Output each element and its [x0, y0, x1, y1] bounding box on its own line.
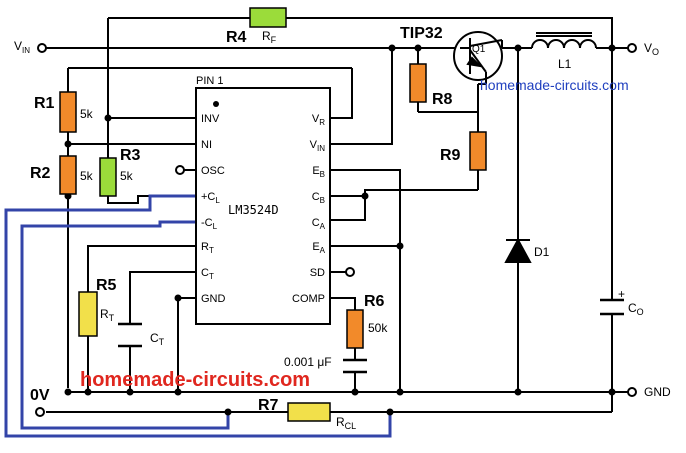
ic-pin-right-3: EB	[312, 165, 325, 179]
sd-pin-open	[345, 267, 355, 277]
ic-pin-left-7: CT	[201, 267, 214, 281]
transistor-q1	[453, 31, 503, 85]
ic-pin-right-1: VR	[312, 113, 325, 127]
r9-ref: R9	[440, 147, 461, 164]
diode-d1	[504, 237, 532, 263]
d1-label: D1	[534, 245, 550, 259]
ic-left-pin-labels: INV NI OSC +CL -CL RT CT GND	[201, 113, 226, 305]
comp-cap-value: 0.001 μF	[284, 355, 332, 369]
capacitor-comp	[343, 358, 367, 374]
r8-ref: R8	[432, 91, 453, 108]
ic-pin-left-8: GND	[201, 293, 226, 305]
resistor-r1	[59, 91, 77, 133]
gnd-terminal	[627, 387, 637, 397]
capacitor-co	[600, 298, 624, 316]
resistor-r9	[469, 131, 487, 171]
ic-name: LM3524D	[228, 203, 279, 217]
watermark-bottom: homemade-circuits.com	[80, 369, 310, 391]
capacitor-ct	[118, 322, 142, 348]
r6-value: 50k	[368, 321, 388, 335]
co-label: CO	[628, 301, 644, 317]
r7-value: RCL	[336, 415, 356, 431]
r5-ref: R5	[96, 277, 117, 294]
ic-right-pin-labels: VR VIN EB CB CA EA SD COMP	[292, 113, 326, 305]
inductor-l1	[531, 32, 597, 49]
resistor-r7	[287, 402, 331, 422]
ic-pin-left-6: RT	[201, 241, 214, 255]
pin1-marker	[213, 101, 219, 107]
resistor-r5	[78, 291, 98, 337]
ic-pin-left-1: INV	[201, 113, 220, 125]
ic-pin-right-5: CA	[312, 217, 326, 231]
r3-ref: R3	[120, 147, 141, 164]
l1-label: L1	[558, 57, 572, 71]
ic-pin-left-3: OSC	[201, 165, 225, 177]
ic-pin-right-6: EA	[312, 241, 325, 255]
ic-pin-left-2: NI	[201, 139, 212, 151]
ic-pin-left-5: -CL	[201, 217, 218, 231]
r3-value: 5k	[120, 169, 134, 183]
r1-ref: R1	[34, 95, 55, 112]
terminals	[35, 43, 637, 417]
current-limit-wires	[4, 194, 392, 438]
resistor-r4	[249, 7, 287, 28]
gnd-label: GND	[644, 385, 671, 399]
junction-dots	[64, 44, 616, 416]
ic-pin-right-4: CB	[312, 191, 325, 205]
tip32-label: TIP32	[400, 25, 443, 42]
r2-ref: R2	[30, 165, 51, 182]
vo-terminal	[627, 43, 637, 53]
ic-pin-right-7: SD	[310, 267, 325, 279]
resistor-r8	[409, 63, 427, 103]
r6-ref: R6	[364, 293, 385, 310]
ic-pin-left-4: +CL	[201, 191, 220, 205]
r4-value: RF	[262, 29, 277, 45]
ic-lm3524d	[195, 87, 331, 325]
vin-terminal	[37, 43, 47, 53]
r5-value: RT	[100, 307, 115, 323]
watermark-top: homemade-circuits.com	[480, 77, 629, 93]
vin-label: VIN	[14, 39, 30, 55]
zero-v-label: 0V	[30, 387, 50, 404]
component-labels: R4 RF R1 5k R2 5k R3 5k R5 RT R6 50k R7 …	[14, 25, 671, 431]
r7-ref: R7	[258, 397, 279, 414]
ic-pin-right-2: VIN	[310, 139, 326, 153]
zero-v-terminal	[35, 407, 45, 417]
r4-ref: R4	[226, 29, 247, 46]
q1-label: Q1	[472, 44, 486, 55]
vo-label: VO	[644, 41, 659, 57]
osc-pin-open	[175, 165, 185, 175]
r2-value: 5k	[80, 169, 94, 183]
pin1-label: PIN 1	[196, 75, 224, 87]
ct-label: CT	[150, 331, 165, 347]
resistor-r2	[59, 155, 77, 195]
co-plus: +	[618, 287, 625, 301]
ic-pin-right-8: COMP	[292, 293, 325, 305]
resistor-r6	[346, 309, 364, 349]
resistor-r3	[99, 157, 117, 197]
r1-value: 5k	[80, 107, 94, 121]
